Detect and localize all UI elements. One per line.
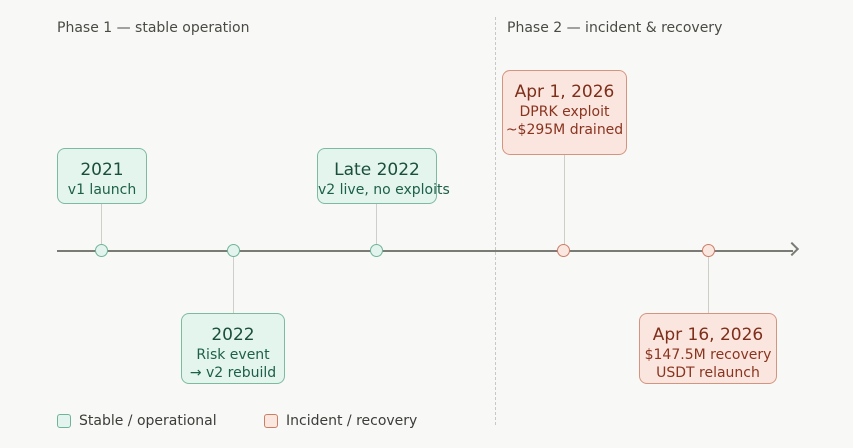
event-dot-late-2022 — [370, 244, 383, 257]
legend-stable-label: Stable / operational — [79, 413, 217, 429]
connector-apr-1-2026 — [564, 154, 565, 246]
event-dot-2022 — [227, 244, 240, 257]
connector-apr-16-2026 — [708, 256, 709, 314]
event-detail: ~$295M drained — [505, 122, 624, 138]
legend-stable-swatch — [57, 414, 71, 428]
event-detail: v1 launch — [67, 182, 137, 198]
phase-1-label: Phase 1 — stable operation — [57, 20, 250, 36]
event-dot-apr-1-2026 — [557, 244, 570, 257]
event-detail: USDT relaunch — [656, 365, 760, 381]
connector-2022 — [233, 256, 234, 314]
event-card-apr-1-2026: Apr 1, 2026 DPRK exploit ~$295M drained — [502, 70, 627, 155]
event-card-late-2022: Late 2022 v2 live, no exploits — [317, 148, 450, 204]
connector-late-2022 — [376, 203, 377, 247]
event-detail: v2 live, no exploits — [318, 182, 450, 198]
event-dot-2021 — [95, 244, 108, 257]
timeline-arrow-icon — [784, 241, 800, 257]
event-card-2021: 2021 v1 launch — [57, 148, 147, 204]
event-detail: Risk event — [196, 347, 270, 363]
event-detail: DPRK exploit — [519, 104, 610, 120]
event-title: 2022 — [211, 325, 255, 345]
event-card-2022: 2022 Risk event → v2 rebuild — [181, 313, 285, 384]
legend-incident-label: Incident / recovery — [286, 413, 418, 429]
connector-2021 — [101, 203, 102, 247]
phase-divider — [495, 17, 496, 425]
event-dot-apr-16-2026 — [702, 244, 715, 257]
legend-incident: Incident / recovery — [264, 413, 417, 429]
event-detail: $147.5M recovery — [644, 347, 772, 363]
legend-stable: Stable / operational — [57, 413, 217, 429]
event-title: Late 2022 — [334, 160, 420, 180]
legend-incident-swatch — [264, 414, 278, 428]
event-title: Apr 16, 2026 — [652, 325, 764, 345]
event-detail: → v2 rebuild — [189, 365, 277, 381]
timeline-axis — [57, 250, 793, 252]
event-title: 2021 — [80, 160, 124, 180]
event-card-apr-16-2026: Apr 16, 2026 $147.5M recovery USDT relau… — [639, 313, 777, 384]
event-title: Apr 1, 2026 — [514, 82, 615, 102]
phase-2-label: Phase 2 — incident & recovery — [507, 20, 723, 36]
